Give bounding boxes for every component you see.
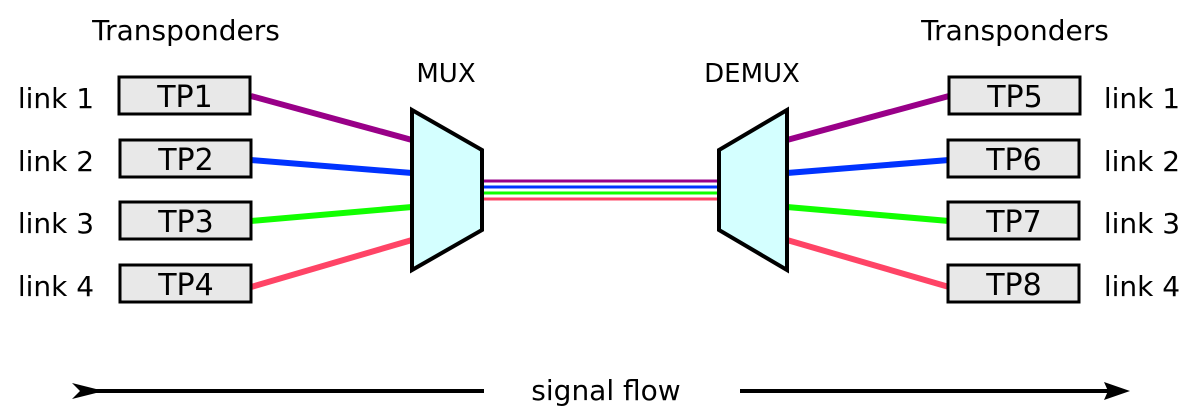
transponder-label: TP5 [986, 80, 1043, 115]
link-label: link 2 [18, 145, 94, 178]
link-label: link 3 [18, 207, 94, 240]
left-transponders: link 1 TP1 link 2 TP2 link 3 TP3 link 4 … [18, 75, 253, 304]
fibre-link-2 [250, 157, 413, 176]
link-row: link 3 TP3 [18, 200, 253, 241]
link-row: link 2 TP2 [18, 138, 253, 179]
link-row: link 4 TP4 [18, 263, 253, 304]
link-label: link 1 [18, 82, 94, 115]
link-label: link 1 [1104, 82, 1180, 115]
link-label: link 2 [1104, 145, 1180, 178]
transponder-box [118, 200, 253, 241]
link-label: link 4 [1104, 270, 1180, 303]
right-transponders: TP5 link 1 TP6 link 2 TP7 link 3 TP8 lin… [946, 75, 1180, 304]
transponder-box [946, 263, 1081, 304]
fibre-link-1 [250, 93, 413, 143]
transponder-box [946, 200, 1081, 241]
transponder-box [118, 263, 253, 304]
transponder-label: TP8 [985, 268, 1042, 303]
mux-block [410, 106, 484, 274]
arrow-head-icon [1104, 382, 1130, 400]
signal-flow-label: signal flow [531, 374, 680, 407]
fibre-link-4 [786, 237, 950, 290]
fibre-link-4 [250, 237, 413, 290]
mux-label: MUX [416, 59, 475, 89]
link-row: TP6 link 2 [946, 138, 1180, 179]
link-label: link 4 [18, 270, 94, 303]
arrow-tail-icon [72, 383, 104, 399]
link-row: TP7 link 3 [946, 200, 1180, 241]
link-label: link 3 [1104, 207, 1180, 240]
transponder-label: TP3 [157, 205, 214, 240]
left-transponders-heading: Transponders [91, 14, 280, 47]
signal-flow-indicator: signal flow [72, 374, 1130, 407]
right-fibres [786, 93, 950, 290]
transponder-label: TP4 [157, 268, 214, 303]
fibre-link-1 [786, 93, 950, 143]
fibre-link-3 [786, 204, 950, 224]
transponder-box [118, 138, 253, 179]
link-row: TP8 link 4 [946, 263, 1180, 304]
right-transponders-heading: Transponders [920, 14, 1109, 47]
transponder-box [946, 138, 1081, 179]
transponder-box [117, 75, 252, 116]
left-fibres [250, 93, 413, 290]
trunk-fibre [482, 179, 719, 201]
transponder-label: TP2 [157, 143, 214, 178]
demux-block [717, 106, 789, 274]
demux-label: DEMUX [704, 59, 800, 89]
fibre-link-3 [250, 204, 413, 224]
link-row: link 1 TP1 [18, 75, 252, 116]
transponder-label: TP6 [985, 143, 1042, 178]
fibre-link-2 [786, 157, 950, 176]
transponder-label: TP7 [985, 205, 1042, 240]
link-row: TP5 link 1 [947, 75, 1180, 116]
transponder-box [947, 75, 1082, 116]
transponder-label: TP1 [156, 80, 213, 115]
